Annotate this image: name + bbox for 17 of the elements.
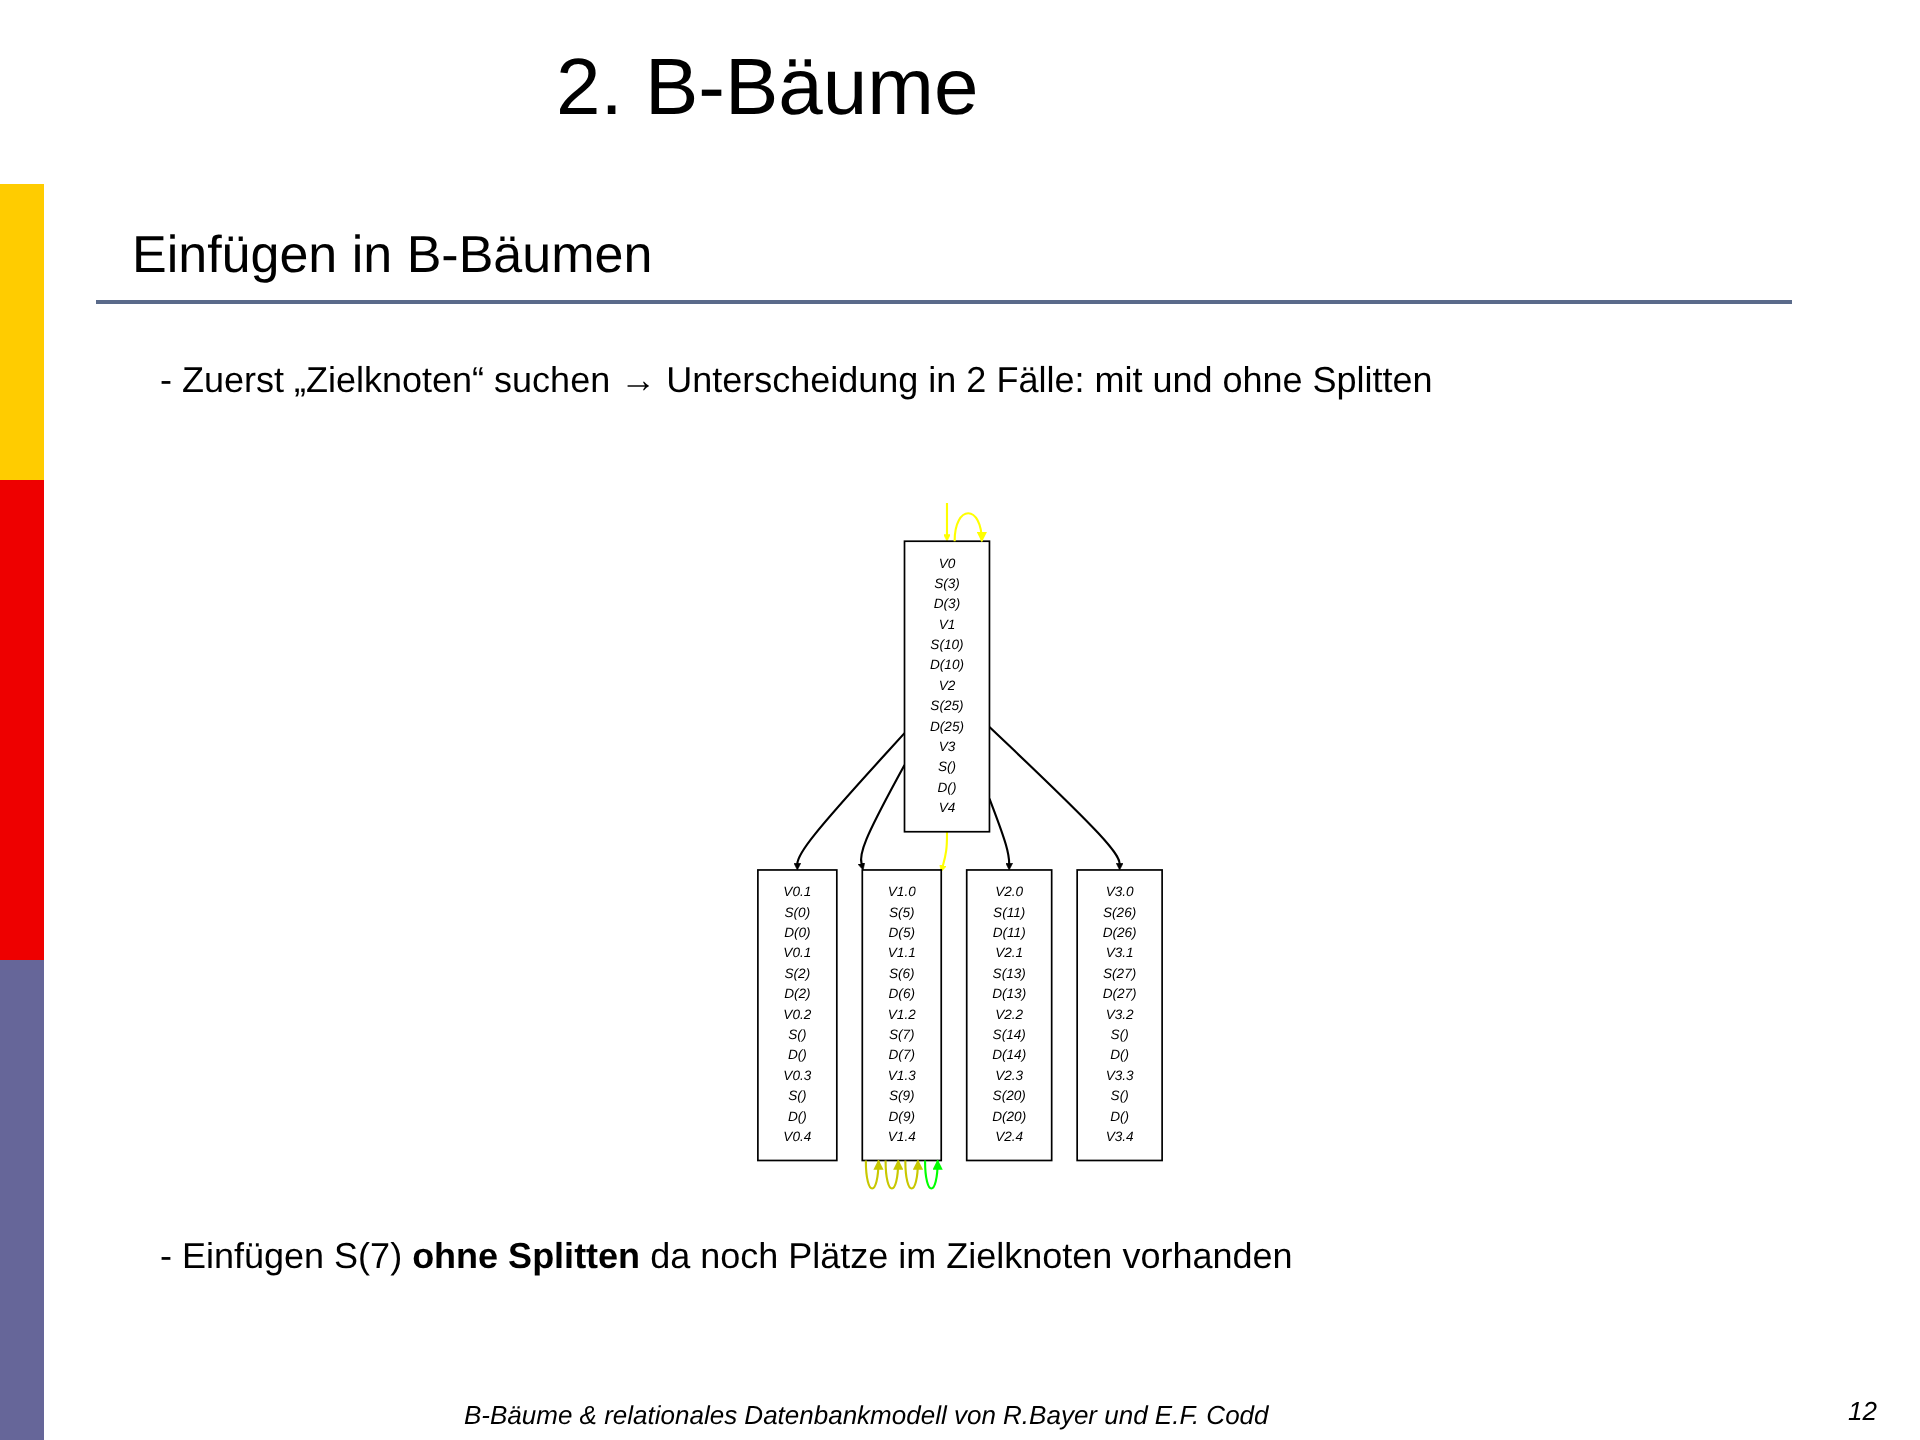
arrow bbox=[988, 726, 1124, 871]
bullet-text: - Zuerst „Zielknoten“ suchen → Unterscheidung in 2 Fälle: mit und ohne Splitten bbox=[160, 360, 1433, 402]
section-heading: Einfügen in B-Bäumen bbox=[132, 224, 653, 286]
footer-text: B-Bäume & relationales Datenbankmodell von R.Bayer und E.F. Codd bbox=[464, 1400, 1269, 1430]
page-number: 12 bbox=[1848, 1396, 1877, 1426]
arrow bbox=[939, 831, 949, 873]
loop-arrow bbox=[924, 1159, 943, 1190]
loop-arrow bbox=[904, 1159, 923, 1190]
arrow bbox=[988, 798, 1013, 871]
bullet-text: - Einfügen S(7) ohne Splitten da noch Plätze im Zielknoten vorhanden bbox=[160, 1236, 1293, 1278]
arrow bbox=[793, 732, 906, 871]
arrow bbox=[943, 503, 951, 542]
loop-arrow bbox=[864, 1159, 884, 1190]
loop-arrow bbox=[884, 1159, 904, 1190]
slide-title: 2. B-Bäume bbox=[556, 44, 979, 134]
arrow bbox=[857, 764, 906, 871]
loop-arrow bbox=[953, 512, 987, 543]
